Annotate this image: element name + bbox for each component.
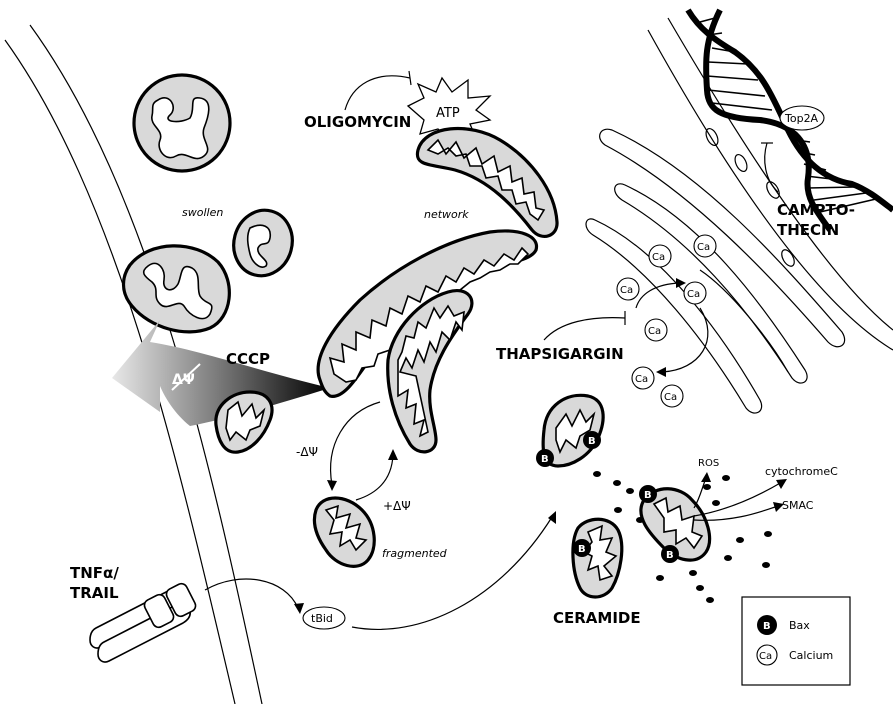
tbid-label: tBid bbox=[311, 612, 333, 625]
atp-label: ATP bbox=[436, 106, 460, 121]
svg-text:Ca: Ca bbox=[652, 252, 665, 263]
calcium-ions: Ca Ca Ca Ca Ca Ca Ca bbox=[617, 235, 716, 407]
svg-text:B: B bbox=[588, 436, 596, 447]
pos-dpsi-label: +ΔΨ bbox=[383, 499, 411, 513]
svg-text:B: B bbox=[644, 490, 652, 501]
ros-arrow bbox=[694, 478, 706, 508]
top2a-label: Top2A bbox=[784, 112, 819, 125]
pos-dpsi-arrow bbox=[356, 455, 393, 500]
cytochrome-label: cytochromeC bbox=[765, 465, 838, 478]
neg-dpsi-label: -ΔΨ bbox=[296, 445, 318, 459]
nuclear-envelope-outer bbox=[648, 30, 893, 350]
tbid-to-bax-arrow bbox=[352, 517, 552, 629]
camptothecin-line2: THECIN bbox=[777, 221, 839, 239]
svg-text:Ca: Ca bbox=[648, 326, 661, 337]
ca-release-arrow bbox=[636, 283, 680, 308]
tnf-label-line2: TRAIL bbox=[70, 584, 119, 602]
legend-box bbox=[742, 597, 850, 685]
cccp-label: CCCP bbox=[226, 350, 270, 368]
tnf-to-tbid-arrow bbox=[205, 579, 298, 608]
neg-dpsi-arrow bbox=[331, 402, 380, 485]
svg-text:B: B bbox=[666, 550, 674, 561]
swollen-label: swollen bbox=[182, 206, 223, 219]
svg-text:B: B bbox=[541, 454, 549, 465]
oligomycin-label: OLIGOMYCIN bbox=[304, 113, 411, 131]
legend-bax-label: Bax bbox=[789, 619, 810, 632]
camptothecin-line1: CAMPTO- bbox=[777, 201, 855, 219]
fragmented-label: fragmented bbox=[382, 547, 448, 560]
network-label: network bbox=[424, 208, 469, 221]
legend-calcium-glyph: Ca bbox=[759, 651, 772, 662]
svg-text:Ca: Ca bbox=[635, 374, 648, 385]
ros-label: ROS bbox=[698, 458, 719, 469]
svg-text:B: B bbox=[578, 544, 586, 555]
svg-text:Ca: Ca bbox=[664, 392, 677, 403]
svg-text:Ca: Ca bbox=[697, 242, 710, 253]
legend-calcium-label: Calcium bbox=[789, 649, 833, 662]
thapsigargin-label: THAPSIGARGIN bbox=[496, 345, 624, 363]
cccp-delta-psi: ΔΨ bbox=[172, 372, 195, 388]
smac-label: SMAC bbox=[782, 499, 814, 512]
nuclear-envelope-inner bbox=[668, 18, 893, 330]
legend-bax-glyph: B bbox=[763, 621, 771, 632]
ceramide-label: CERAMIDE bbox=[553, 609, 641, 627]
thapsigargin-inhibition bbox=[544, 318, 625, 340]
oligomycin-inhibition bbox=[345, 76, 410, 110]
svg-text:Ca: Ca bbox=[687, 289, 700, 300]
tnf-label-line1: TNFα/ bbox=[70, 564, 119, 582]
svg-text:Ca: Ca bbox=[620, 285, 633, 296]
